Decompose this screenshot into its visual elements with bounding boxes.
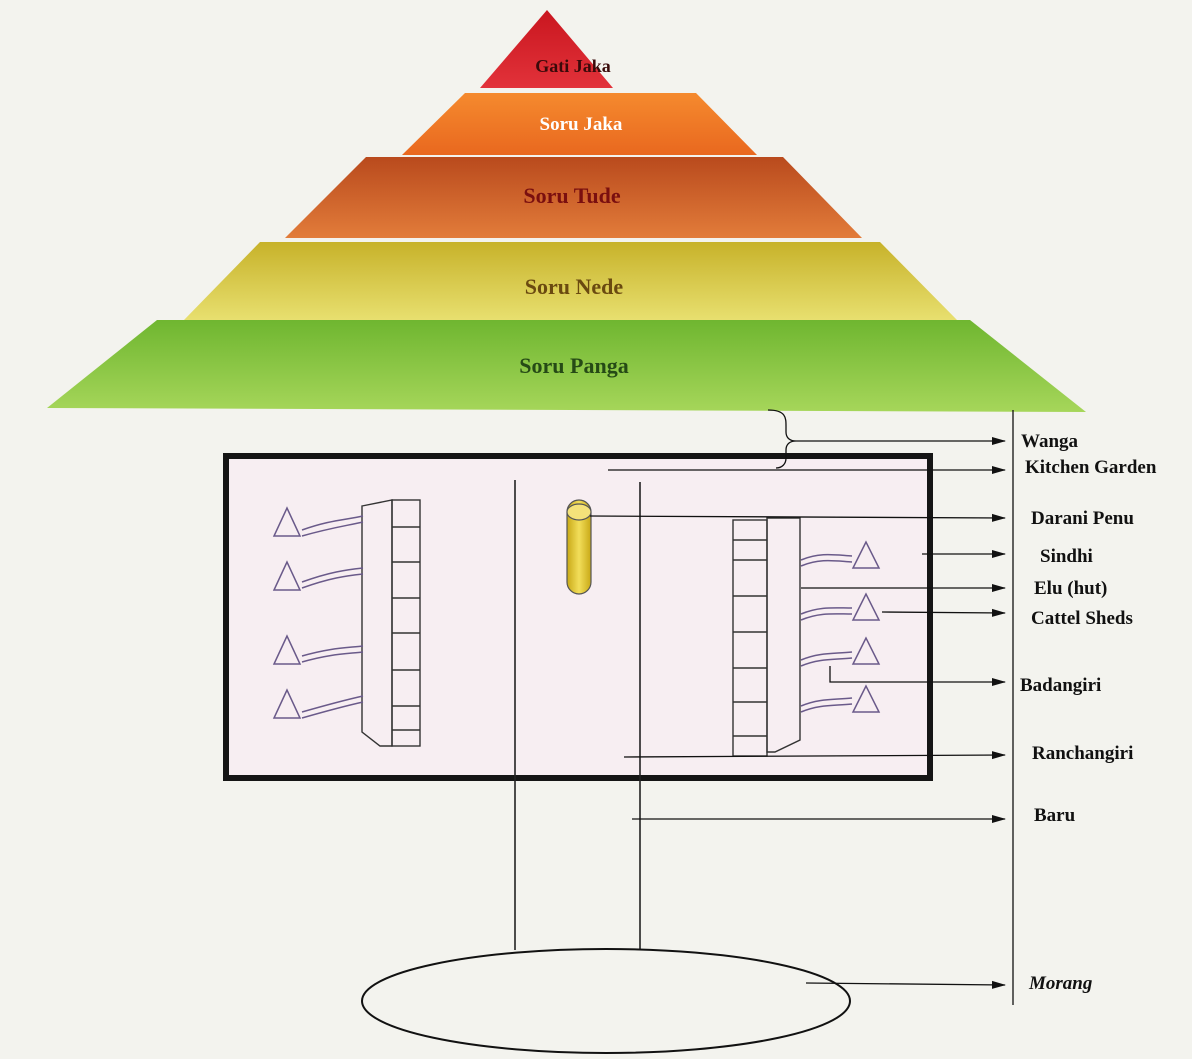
right-house-row bbox=[732, 517, 801, 757]
right-house-row-outline bbox=[766, 517, 801, 753]
pyramid-label-soru-panga: Soru Panga bbox=[519, 353, 628, 378]
pyramid-level-soru-panga bbox=[47, 320, 1086, 412]
label-sindhi: Sindhi bbox=[1040, 546, 1093, 567]
shed-triangle-icon bbox=[272, 634, 302, 665]
leader-lines bbox=[589, 409, 1014, 1005]
label-ranchangiri: Ranchangiri bbox=[1032, 743, 1133, 764]
hill-pyramid: Gati Jaka Soru Jaka Soru Tude Soru Nede … bbox=[47, 10, 1086, 412]
darani-penu-shrine bbox=[566, 499, 592, 595]
label-wanga: Wanga bbox=[1021, 431, 1079, 452]
left-house-row bbox=[361, 499, 421, 747]
component-labels: Wanga Kitchen Garden Darani Penu Sindhi … bbox=[1020, 431, 1157, 994]
right-cattle-sheds bbox=[800, 540, 881, 713]
pyramid-level-soru-nede bbox=[183, 242, 958, 321]
left-house-row-outline bbox=[361, 499, 393, 747]
label-baru: Baru bbox=[1034, 805, 1076, 826]
label-kitchen-garden: Kitchen Garden bbox=[1025, 457, 1157, 478]
shed-triangle-icon bbox=[272, 560, 302, 591]
label-cattel-sheds: Cattel Sheds bbox=[1031, 608, 1133, 629]
shed-triangle-icon bbox=[851, 636, 881, 665]
shed-triangle-icon bbox=[851, 540, 881, 569]
left-cattle-sheds bbox=[272, 506, 364, 719]
pyramid-label-soru-tude: Soru Tude bbox=[523, 183, 620, 208]
shed-triangle-icon bbox=[272, 688, 302, 719]
pyramid-level-soru-tude bbox=[285, 157, 862, 238]
shed-triangle-icon bbox=[851, 684, 881, 713]
darani-penu-pillar bbox=[566, 499, 592, 595]
morang-youth-dormitory bbox=[361, 948, 851, 1054]
label-elu-hut: Elu (hut) bbox=[1034, 578, 1107, 599]
label-morang: Morang bbox=[1028, 973, 1092, 994]
shed-triangle-icon bbox=[851, 592, 881, 621]
pyramid-label-soru-nede: Soru Nede bbox=[525, 274, 624, 299]
label-darani-penu: Darani Penu bbox=[1031, 508, 1134, 529]
pyramid-label-soru-jaka: Soru Jaka bbox=[540, 114, 623, 135]
shed-triangle-icon bbox=[272, 506, 302, 537]
pyramid-level-gati-jaka bbox=[480, 10, 613, 88]
pyramid-label-gati-jaka: Gati Jaka bbox=[535, 56, 611, 76]
village-enclosure bbox=[223, 453, 933, 950]
pyramid-level-soru-jaka bbox=[402, 93, 757, 155]
label-badangiri: Badangiri bbox=[1020, 675, 1101, 696]
